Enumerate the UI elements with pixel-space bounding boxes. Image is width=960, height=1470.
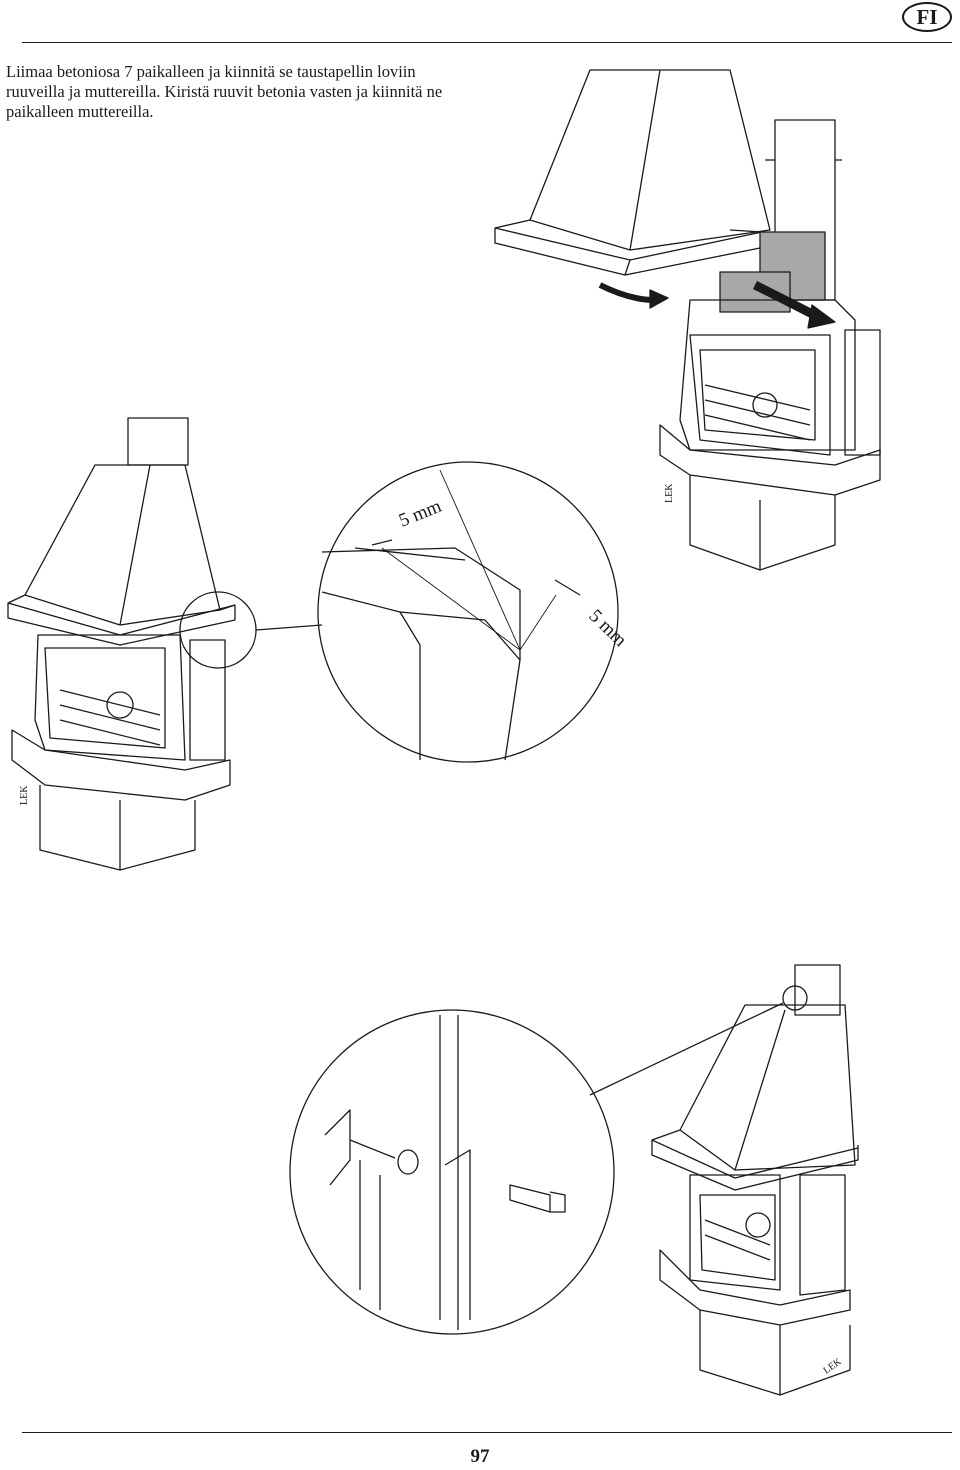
gap-label-right: 5 mm: [585, 605, 631, 651]
fireplace-bottom-right: [651, 964, 859, 1396]
detail-callout-bolt: [289, 985, 808, 1335]
header-divider: [22, 42, 952, 43]
page-number: 97: [470, 1446, 490, 1467]
instruction-text: Liimaa betoniosa 7 paikalleen ja kiinnit…: [6, 62, 443, 121]
footer-divider: [22, 1432, 952, 1433]
fireplace-top-right: [494, 69, 881, 571]
detail-callout-gap: [179, 461, 619, 763]
gap-label-top: 5 mm: [396, 496, 445, 532]
brand-mark-top-right: LEK: [664, 483, 675, 503]
language-code: FI: [916, 4, 938, 29]
brand-mark-middle-left: LEK: [19, 785, 30, 805]
language-badge: FI: [902, 2, 952, 32]
fireplace-middle-left: [7, 417, 236, 871]
assembly-illustration: 5 mm 5 mm LEK LEK LEK: [7, 69, 881, 1396]
